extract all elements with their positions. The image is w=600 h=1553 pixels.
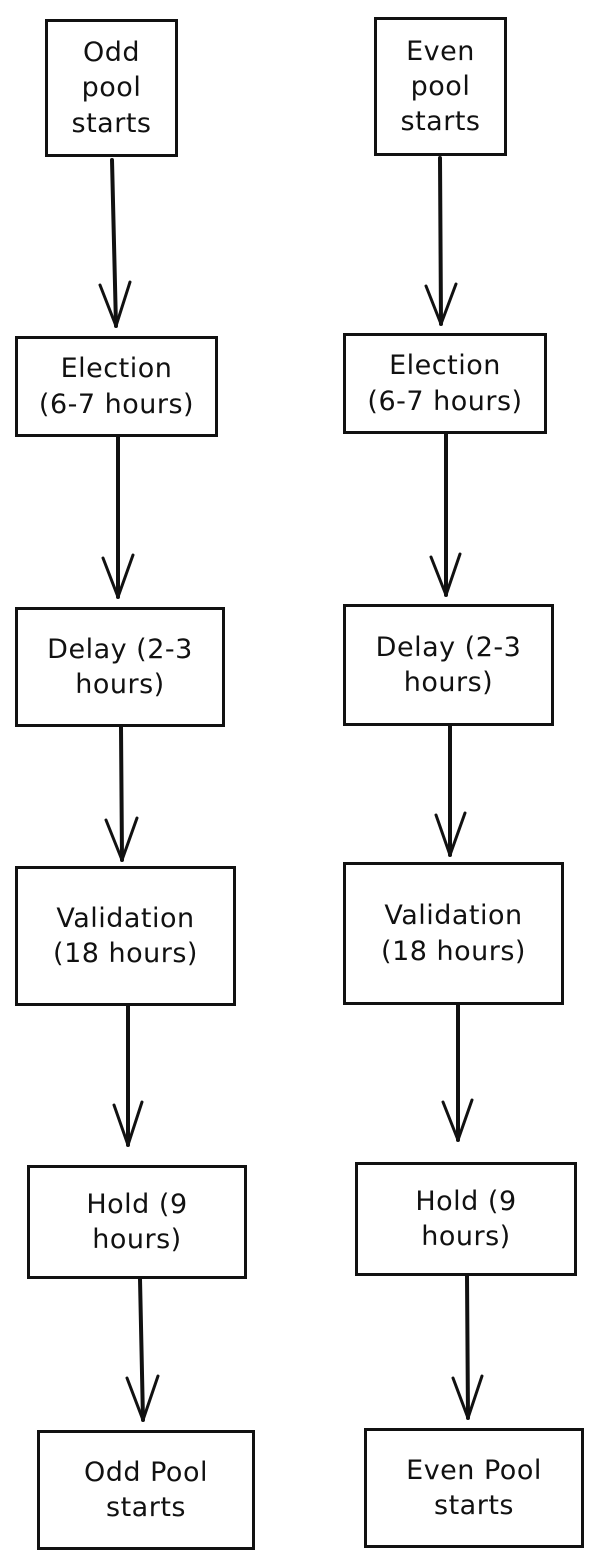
odd-hold-label: Hold (9 hours) bbox=[86, 1188, 188, 1255]
arrow-odd-validation-to-hold bbox=[112, 1004, 144, 1147]
odd-pool-restarts-label: Odd Pool starts bbox=[84, 1456, 208, 1523]
odd-delay-box: Delay (2-3 hours) bbox=[15, 607, 225, 727]
arrow-odd-delay-to-validation bbox=[104, 725, 139, 862]
arrow-even-election-to-delay bbox=[429, 431, 462, 597]
odd-pool-starts-box: Odd pool starts bbox=[45, 19, 178, 157]
even-hold-label: Hold (9 hours) bbox=[415, 1185, 517, 1252]
even-validation-label: Validation (18 hours) bbox=[381, 900, 526, 967]
odd-pool-restarts-box: Odd Pool starts bbox=[37, 1430, 255, 1550]
arrow-even-hold-to-even-pool bbox=[451, 1274, 484, 1420]
even-hold-box: Hold (9 hours) bbox=[355, 1162, 577, 1276]
even-election-box: Election (6-7 hours) bbox=[343, 333, 547, 434]
arrow-odd-hold-to-odd-pool bbox=[125, 1277, 160, 1422]
even-validation-box: Validation (18 hours) bbox=[343, 862, 564, 1005]
even-pool-starts-label: Even pool starts bbox=[400, 35, 481, 138]
even-delay-box: Delay (2-3 hours) bbox=[343, 604, 554, 726]
odd-validation-label: Validation (18 hours) bbox=[53, 902, 198, 969]
arrow-even-validation-to-hold bbox=[441, 1003, 474, 1142]
odd-validation-box: Validation (18 hours) bbox=[15, 866, 236, 1006]
even-pool-restarts-box: Even Pool starts bbox=[364, 1428, 584, 1548]
even-pool-restarts-label: Even Pool starts bbox=[406, 1454, 542, 1521]
arrow-odd-start-to-election bbox=[98, 158, 132, 328]
odd-pool-starts-label: Odd pool starts bbox=[71, 37, 152, 139]
even-pool-starts-box: Even pool starts bbox=[374, 17, 507, 156]
arrow-even-start-to-election bbox=[424, 156, 458, 326]
arrow-even-delay-to-validation bbox=[434, 724, 467, 857]
even-election-label: Election (6-7 hours) bbox=[367, 350, 523, 417]
odd-delay-label: Delay (2-3 hours) bbox=[47, 633, 193, 700]
even-delay-label: Delay (2-3 hours) bbox=[375, 631, 522, 698]
odd-election-box: Election (6-7 hours) bbox=[15, 336, 218, 437]
odd-election-label: Election (6-7 hours) bbox=[38, 353, 195, 420]
arrow-odd-election-to-delay bbox=[101, 435, 135, 599]
odd-hold-box: Hold (9 hours) bbox=[27, 1165, 247, 1279]
